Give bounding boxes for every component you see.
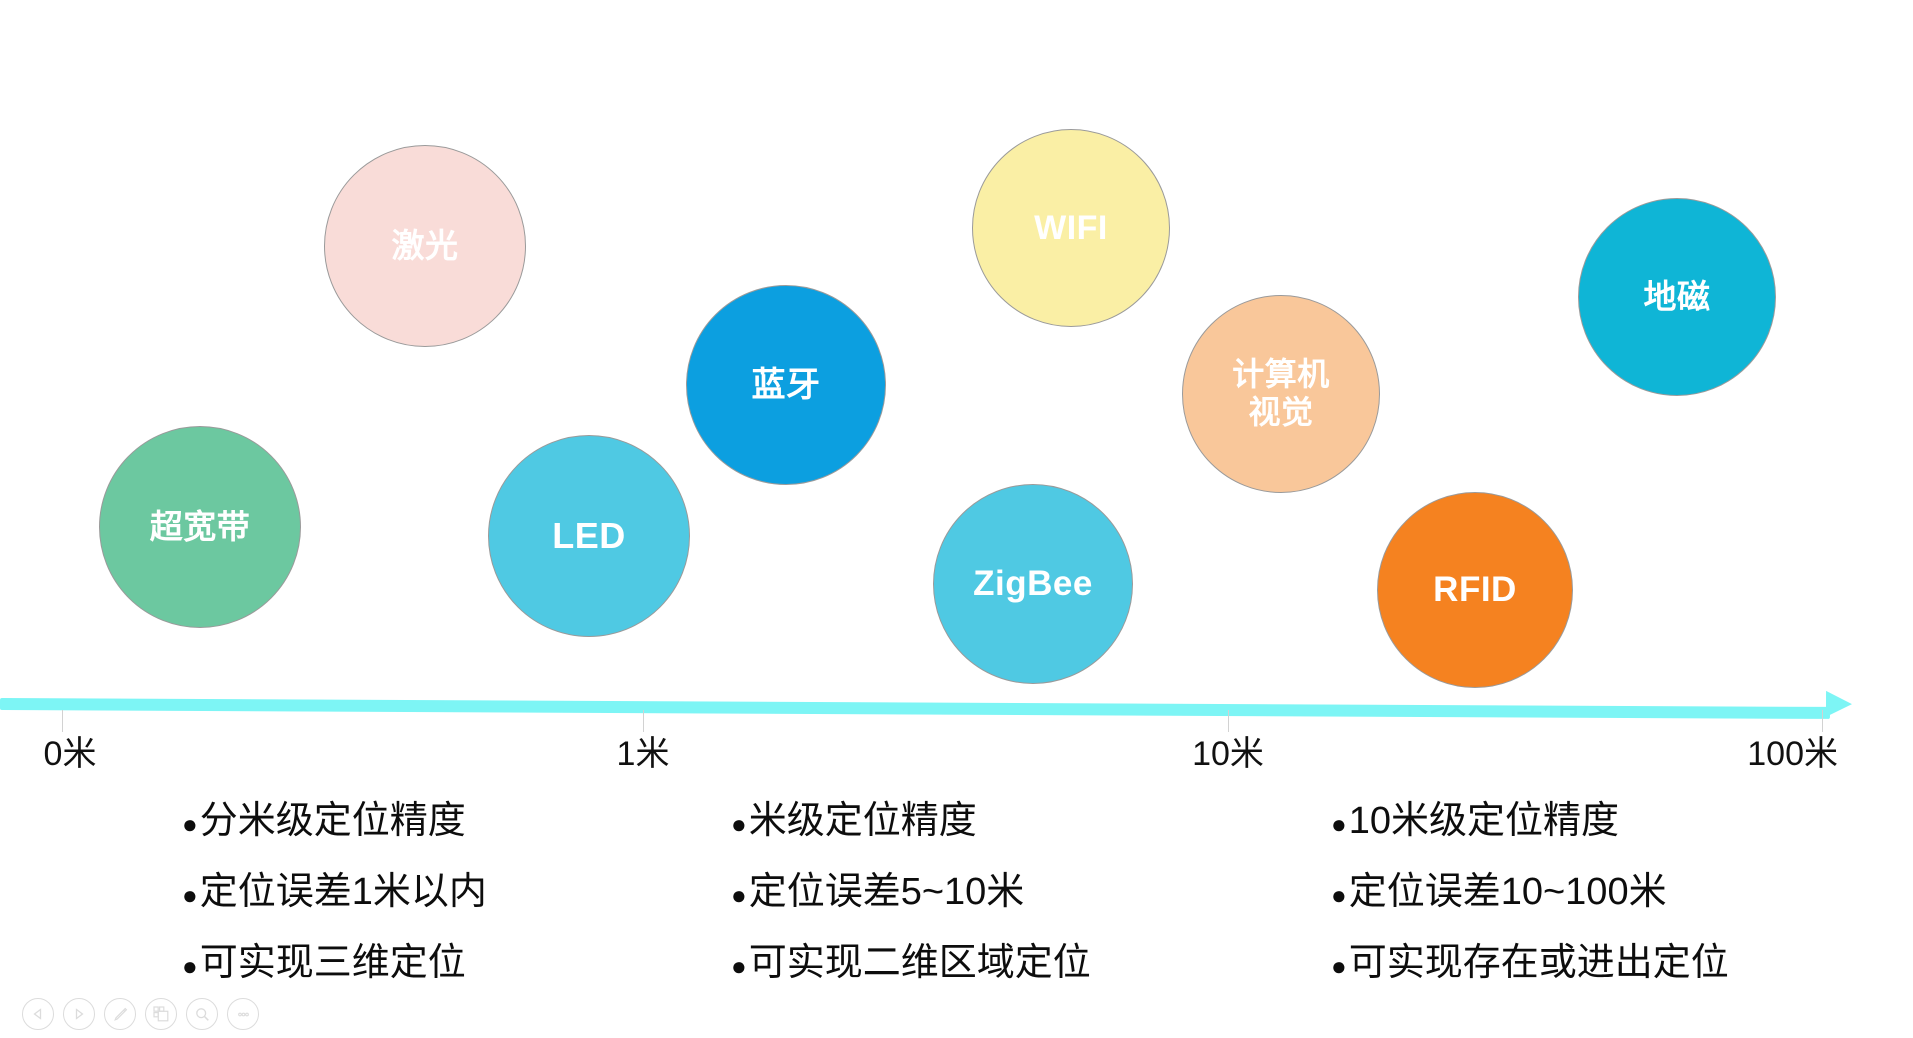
axis-tick-mark bbox=[643, 710, 644, 732]
zoom-tool-button[interactable] bbox=[186, 998, 218, 1030]
bubble-label: LED bbox=[552, 514, 626, 556]
bullet-text: 定位误差5~10米 bbox=[748, 870, 1025, 913]
annotation-bullet: ●可实现存在或进出定位 bbox=[1331, 941, 1729, 984]
technology-bubble: 超宽带 bbox=[99, 426, 301, 628]
annotation-bullet: ●分米级定位精度 bbox=[182, 800, 487, 842]
annotation-bullet: ●10米级定位精度 bbox=[1331, 800, 1729, 842]
technology-bubble: 计算机 视觉 bbox=[1182, 295, 1380, 493]
bullet-dot-icon: ● bbox=[1331, 950, 1347, 981]
technology-bubble: 地磁 bbox=[1578, 198, 1776, 396]
bubble-label: 超宽带 bbox=[149, 507, 251, 545]
axis-line bbox=[0, 698, 1831, 719]
triangle-right-icon bbox=[75, 1008, 84, 1020]
technology-bubble: WIFI bbox=[972, 129, 1170, 327]
bubble-label: 蓝牙 bbox=[751, 365, 821, 404]
axis-arrow-icon bbox=[1825, 690, 1853, 718]
bullet-text: 分米级定位精度 bbox=[199, 800, 466, 842]
bullet-text: 定位误差1米以内 bbox=[199, 870, 487, 913]
axis-tick-label: 100米 bbox=[1747, 735, 1838, 773]
bullet-dot-icon: ● bbox=[182, 809, 198, 839]
axis-tick-mark bbox=[1228, 710, 1229, 732]
technology-bubble: ZigBee bbox=[933, 484, 1133, 684]
grid-icon bbox=[153, 1006, 169, 1022]
axis-tick-mark bbox=[62, 710, 63, 732]
axis-tick-label: 0米 bbox=[43, 735, 97, 773]
bubble-label: 计算机 视觉 bbox=[1232, 356, 1330, 430]
bubble-label: 地磁 bbox=[1643, 277, 1711, 315]
technology-bubble: LED bbox=[488, 435, 690, 637]
axis-tick-mark bbox=[1822, 710, 1823, 732]
magnifier-icon bbox=[195, 1007, 209, 1021]
bubble-label: RFID bbox=[1433, 570, 1517, 610]
next-slide-button[interactable] bbox=[63, 998, 95, 1030]
bullet-dot-icon: ● bbox=[731, 950, 747, 981]
pen-tool-button[interactable] bbox=[104, 998, 136, 1030]
bubble-label: WIFI bbox=[1034, 208, 1108, 247]
bullet-dot-icon: ● bbox=[731, 879, 747, 910]
annotation-bullet: ●定位误差10~100米 bbox=[1331, 870, 1729, 913]
annotation-bullet: ●定位误差5~10米 bbox=[731, 870, 1091, 913]
previous-slide-button[interactable] bbox=[22, 998, 54, 1030]
bullet-dot-icon: ● bbox=[1331, 809, 1347, 839]
presentation-toolbar[interactable] bbox=[22, 998, 259, 1030]
annotation-bullet: ●定位误差1米以内 bbox=[182, 870, 487, 913]
distance-axis bbox=[0, 688, 1913, 732]
annotation-column: ●分米级定位精度●定位误差1米以内●可实现三维定位 bbox=[182, 800, 487, 1015]
annotation-column: ●10米级定位精度●定位误差10~100米●可实现存在或进出定位 bbox=[1331, 800, 1729, 1015]
technology-bubble: RFID bbox=[1377, 492, 1573, 688]
bullet-dot-icon: ● bbox=[1331, 879, 1347, 910]
bubble-label: ZigBee bbox=[973, 564, 1093, 604]
bullet-text: 可实现存在或进出定位 bbox=[1348, 941, 1729, 984]
bullet-dot-icon: ● bbox=[182, 879, 198, 910]
bullet-text: 可实现二维区域定位 bbox=[748, 941, 1091, 984]
annotation-bullet: ●可实现二维区域定位 bbox=[731, 941, 1091, 984]
bullet-dot-icon: ● bbox=[182, 950, 198, 981]
pen-icon bbox=[113, 1007, 127, 1021]
annotation-column: ●米级定位精度●定位误差5~10米●可实现二维区域定位 bbox=[731, 800, 1091, 1015]
bullet-dot-icon: ● bbox=[731, 809, 747, 839]
slide-overview-button[interactable] bbox=[145, 998, 177, 1030]
annotation-bullet: ●可实现三维定位 bbox=[182, 941, 487, 984]
axis-tick-label: 10米 bbox=[1192, 735, 1264, 773]
bullet-text: 可实现三维定位 bbox=[199, 941, 466, 984]
bullet-text: 定位误差10~100米 bbox=[1348, 870, 1667, 913]
technology-bubble: 蓝牙 bbox=[686, 285, 886, 485]
triangle-left-icon bbox=[33, 1008, 42, 1020]
ellipsis-icon bbox=[237, 1012, 249, 1016]
technology-bubble: 激光 bbox=[324, 145, 526, 347]
bullet-text: 米级定位精度 bbox=[748, 800, 977, 842]
bullet-text: 10米级定位精度 bbox=[1348, 800, 1619, 842]
bubble-label: 激光 bbox=[391, 226, 459, 264]
annotation-bullet: ●米级定位精度 bbox=[731, 800, 1091, 842]
more-options-button[interactable] bbox=[227, 998, 259, 1030]
axis-tick-label: 1米 bbox=[616, 735, 670, 773]
